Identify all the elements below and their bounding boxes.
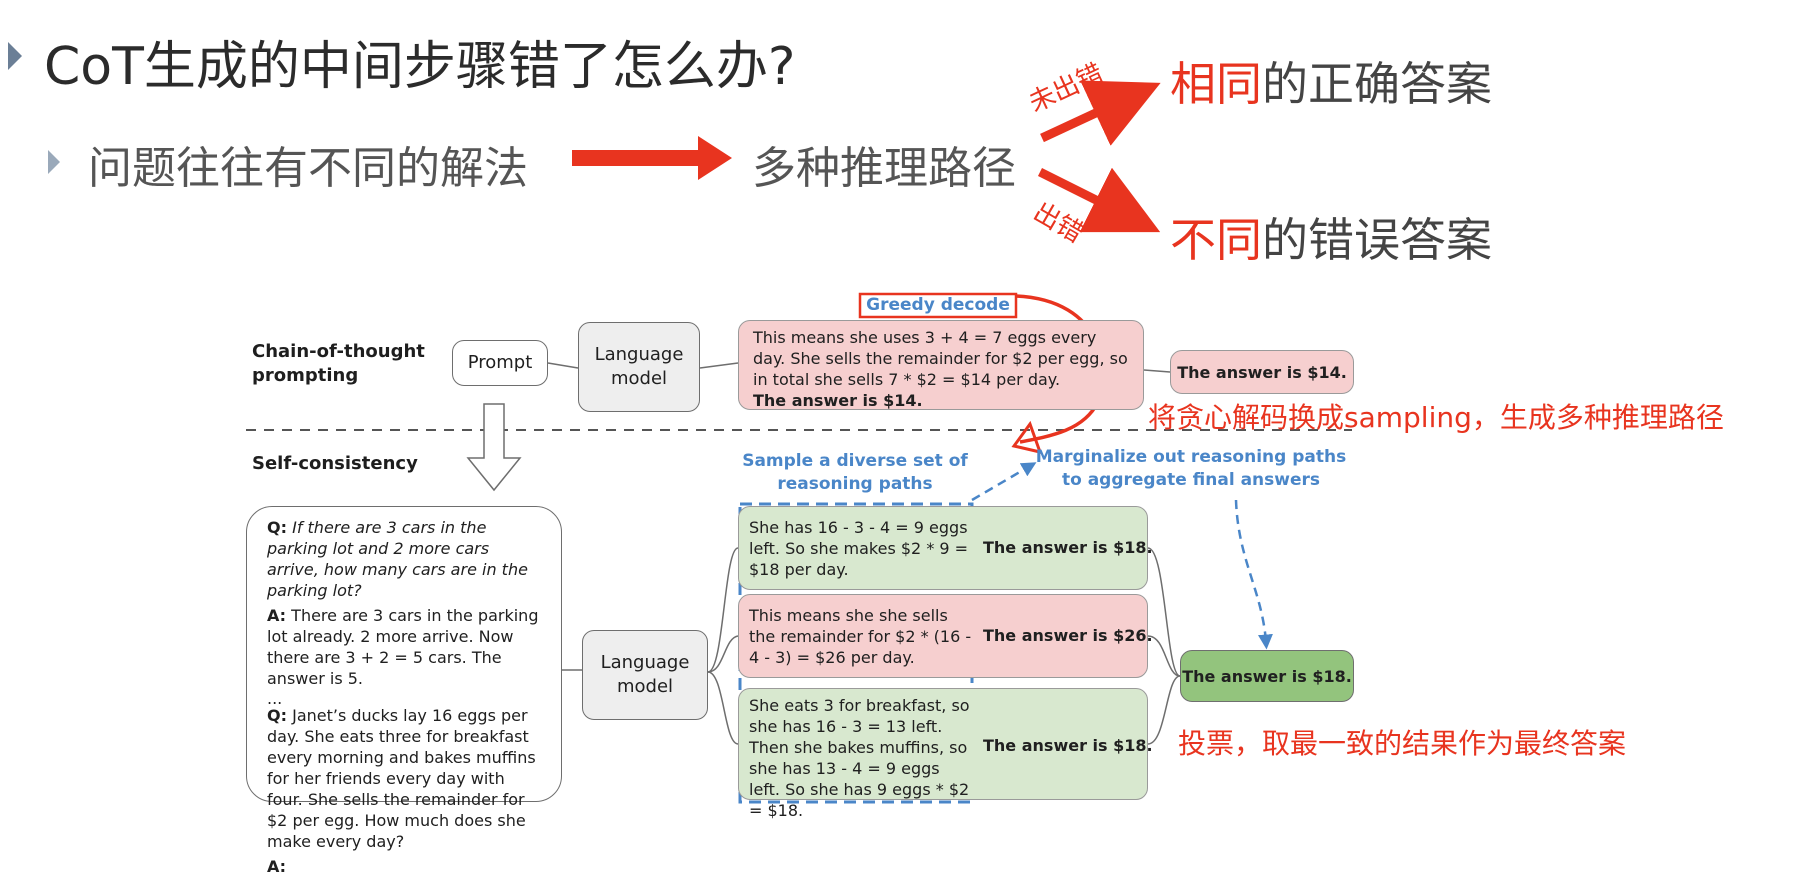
blue-arrow-to-marginalize [971, 462, 1037, 502]
bullet-marker-icon [8, 42, 22, 70]
self-consistency-label: Self-consistency [252, 453, 418, 474]
path-2-answer: The answer is $26. [983, 626, 1153, 645]
path-2-text: This means she she sells the remainder f… [749, 606, 972, 667]
marginalize-caption: Marginalize out reasoning paths to aggre… [1030, 446, 1352, 492]
marginalize-caption-line1: Marginalize out reasoning paths [1035, 447, 1347, 467]
path-1-text: She has 16 - 3 - 4 = 9 eggs left. So she… [749, 518, 969, 579]
path3-to-final [1147, 675, 1181, 745]
lm-to-greedy-line [699, 362, 739, 369]
slide-title: CoT生成的中间步骤错了怎么办? [44, 37, 796, 97]
lm-to-path1 [707, 547, 739, 673]
greedy-output-text: This means she uses 3 + 4 = 7 eggs every… [753, 328, 1128, 389]
q2-label: Q: [267, 706, 287, 725]
sample-paths-caption: Sample a diverse set of reasoning paths [730, 450, 980, 496]
q1-text: If there are 3 cars in the parking lot a… [267, 518, 528, 600]
path2-to-final [1147, 635, 1181, 677]
arrow-to-wrong [1037, 167, 1161, 233]
reasoning-path-2: This means she she sells the remainder f… [738, 594, 1153, 678]
answer-1: A: There are 3 cars in the parking lot a… [267, 605, 541, 689]
a1-text: There are 3 cars in the parking lot alre… [267, 606, 539, 688]
path-3-text: She eats 3 for breakfast, so she has 16 … [749, 696, 970, 820]
cot-label-line1: Chain-of-thought [252, 341, 425, 362]
path1-to-final [1147, 547, 1181, 677]
final-answer-box: The answer is $18. [1180, 650, 1354, 702]
sampling-note: 将贪心解码换成sampling，生成多种推理路径 [1148, 401, 1724, 434]
question-2: Q: Janet’s ducks lay 16 eggs per day. Sh… [267, 705, 541, 852]
cot-language-model-box: Language model [578, 322, 700, 412]
reasoning-path-1: She has 16 - 3 - 4 = 9 eggs left. So she… [738, 506, 1153, 590]
cot-lm-line1: Language [594, 344, 684, 365]
greedy-decode-caption: Greedy decode [866, 295, 1010, 315]
sub-bullet-marker-icon [48, 150, 60, 174]
result-different-highlight: 不同 [1170, 213, 1262, 267]
result-different-wrong: 不同的错误答案 [1170, 204, 1492, 270]
greedy-highlight-box [858, 292, 1018, 319]
marginalize-caption-line2: to aggregate final answers [1061, 470, 1320, 490]
lm-to-path3 [707, 671, 739, 745]
reasoning-paths-text: 多种推理路径 [752, 143, 1016, 194]
big-red-arrow [572, 136, 732, 180]
prompt-to-lm-line [547, 362, 579, 369]
question-box: Q: If there are 3 cars in the parking lo… [246, 506, 562, 876]
greedy-to-answer-line [1143, 369, 1171, 373]
a2-label: A: [267, 857, 287, 876]
path-1-answer: The answer is $18. [983, 538, 1153, 557]
sc-lm-line1: Language [600, 652, 690, 673]
result-same-correct: 相同的正确答案 [1170, 48, 1492, 114]
hollow-down-arrow [466, 403, 522, 492]
sc-language-model-box: Language model [582, 630, 708, 720]
sc-lm-line2: model [616, 676, 674, 697]
sample-caption-line2: reasoning paths [777, 474, 933, 494]
greedy-output-answer: The answer is $14. [753, 391, 923, 410]
path-3-answer: The answer is $18. [983, 736, 1153, 755]
answer-2: A: [267, 856, 541, 877]
diagram-connectors [246, 80, 1352, 804]
prompt-box: Prompt [452, 340, 548, 386]
greedy-output-box: This means she uses 3 + 4 = 7 eggs every… [738, 320, 1144, 410]
greedy-result-box: The answer is $14. [1170, 350, 1354, 394]
result-same-highlight: 相同 [1170, 57, 1262, 111]
question-1: Q: If there are 3 cars in the parking lo… [267, 517, 541, 601]
blue-arrow-to-final [1234, 499, 1273, 650]
result-different-rest: 的错误答案 [1262, 213, 1492, 267]
cot-lm-line2: model [610, 368, 668, 389]
ellipsis: ... [267, 689, 283, 708]
cot-label: Chain-of-thought prompting [252, 340, 425, 388]
sample-caption-line1: Sample a diverse set of [742, 451, 968, 471]
bullet-text: 问题往往有不同的解法 [88, 143, 528, 194]
reasoning-path-3: She eats 3 for breakfast, so she has 16 … [738, 688, 1153, 820]
cot-label-line2: prompting [252, 365, 359, 386]
arrow-to-correct [1040, 80, 1161, 146]
red-curve-arrowhead [1011, 420, 1043, 455]
q1-label: Q: [267, 518, 287, 537]
lm-to-path2 [707, 635, 739, 673]
vote-note: 投票，取最一致的结果作为最终答案 [1178, 727, 1627, 760]
result-same-rest: 的正确答案 [1262, 57, 1492, 111]
q2-text: Janet’s ducks lay 16 eggs per day. She e… [267, 706, 536, 851]
a1-label: A: [267, 606, 287, 625]
